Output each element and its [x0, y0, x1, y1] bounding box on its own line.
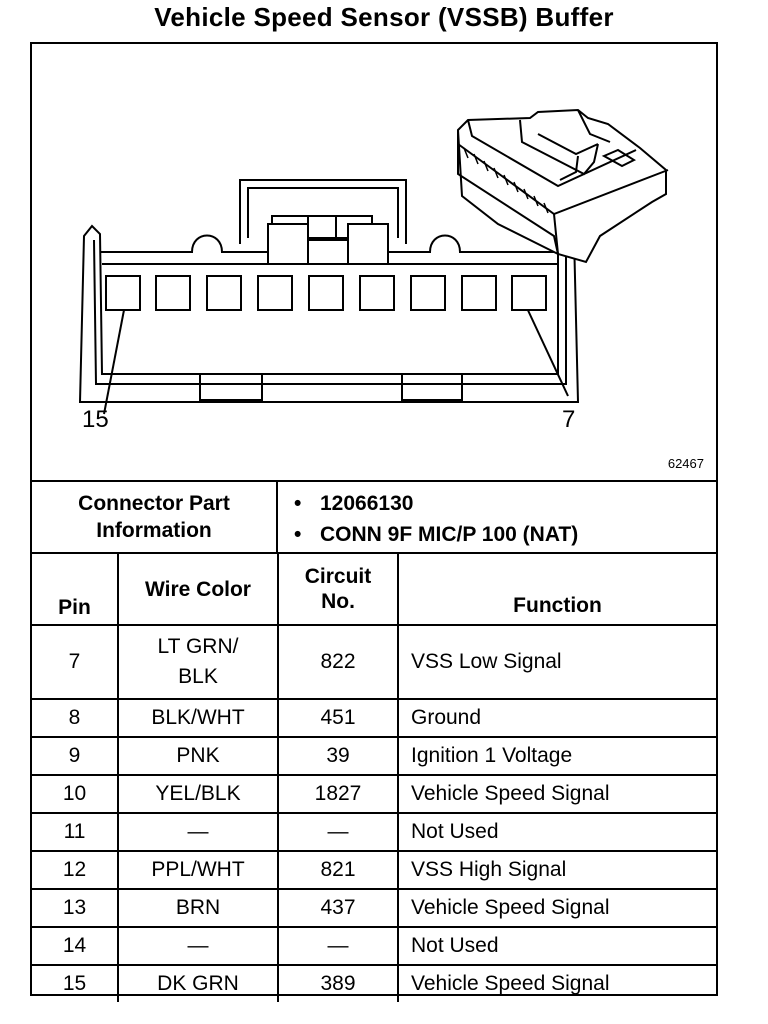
figure-number: 62467	[667, 456, 704, 471]
table-row: 7 LT GRN/ BLK 822 VSS Low Signal	[32, 624, 716, 700]
pin-cell: 10	[32, 774, 119, 814]
part-number-text: 12066130	[320, 492, 414, 515]
pin-cell: 8	[32, 698, 119, 738]
pin-cell: 12	[32, 850, 119, 890]
connector-info-label-text: Connector Part Information	[78, 492, 230, 542]
table-row: 10 YEL/BLK 1827 Vehicle Speed Signal	[32, 774, 716, 814]
connector-info-label: Connector Part Information	[32, 482, 278, 552]
wire-color-cell: PPL/WHT	[117, 850, 279, 890]
connector-frame: 15 7 62467 Connector Part Information • 1…	[30, 42, 718, 1002]
circuit-cell: 389	[277, 964, 399, 1002]
table-row: 12 PPL/WHT 821 VSS High Signal	[32, 850, 716, 890]
bullet-icon: •	[294, 492, 302, 515]
circuit-cell: 1827	[277, 774, 399, 814]
function-cell: Not Used	[397, 812, 716, 852]
table-row: 14 — — Not Used	[32, 926, 716, 966]
function-cell: Vehicle Speed Signal	[397, 964, 716, 1002]
header-pin: Pin	[32, 552, 119, 626]
connector-description-text: CONN 9F MIC/P 100 (NAT)	[320, 523, 579, 546]
function-cell: Vehicle Speed Signal	[397, 774, 716, 814]
header-function: Function	[397, 552, 716, 626]
function-cell: Not Used	[397, 926, 716, 966]
circuit-cell: 437	[277, 888, 399, 928]
bullet-icon: •	[294, 523, 302, 546]
pin-table: Pin Wire Color Circuit No. Function 7 LT…	[32, 552, 716, 1002]
header-circuit-no: Circuit No.	[277, 552, 399, 626]
table-row: 8 BLK/WHT 451 Ground	[32, 698, 716, 738]
page-title: Vehicle Speed Sensor (VSSB) Buffer	[154, 2, 614, 32]
pin-7-callout: 7	[562, 406, 576, 433]
connector-info-values: • 12066130 • CONN 9F MIC/P 100 (NAT)	[294, 488, 578, 550]
connector-part-info: Connector Part Information • 12066130 • CO…	[32, 480, 716, 552]
circuit-cell: 451	[277, 698, 399, 738]
circuit-cell: —	[277, 812, 399, 852]
function-cell: Ground	[397, 698, 716, 738]
pin-cell: 7	[32, 624, 119, 700]
pin-cell: 13	[32, 888, 119, 928]
wire-color-cell: YEL/BLK	[117, 774, 279, 814]
circuit-cell: 821	[277, 850, 399, 890]
wire-color-cell: —	[117, 812, 279, 852]
pin-cell: 15	[32, 964, 119, 1002]
function-cell: Ignition 1 Voltage	[397, 736, 716, 776]
table-row: 11 — — Not Used	[32, 812, 716, 852]
table-row: 9 PNK 39 Ignition 1 Voltage	[32, 736, 716, 776]
table-row: 13 BRN 437 Vehicle Speed Signal	[32, 888, 716, 928]
wire-color-cell: PNK	[117, 736, 279, 776]
table-header-row: Pin Wire Color Circuit No. Function	[32, 552, 716, 626]
table-row: 15 DK GRN 389 Vehicle Speed Signal	[32, 964, 716, 1002]
wire-color-cell: BRN	[117, 888, 279, 928]
wire-color-cell: DK GRN	[117, 964, 279, 1002]
circuit-cell: 39	[277, 736, 399, 776]
wire-color-cell: LT GRN/ BLK	[117, 624, 279, 700]
wire-color-cell: BLK/WHT	[117, 698, 279, 738]
wire-color-cell: —	[117, 926, 279, 966]
function-cell: Vehicle Speed Signal	[397, 888, 716, 928]
pin-cell: 11	[32, 812, 119, 852]
part-number: • 12066130	[294, 488, 578, 519]
pin-15-callout: 15	[82, 406, 109, 433]
connector-drawing	[78, 108, 669, 415]
function-cell: VSS Low Signal	[397, 624, 716, 700]
circuit-cell: —	[277, 926, 399, 966]
header-circuit-no-text: Circuit No.	[304, 565, 372, 613]
header-wire-color: Wire Color	[117, 552, 279, 626]
function-cell: VSS High Signal	[397, 850, 716, 890]
connector-diagram: 15 7 62467	[32, 44, 716, 480]
wire-color-text: LT GRN/ BLK	[157, 635, 239, 688]
circuit-cell: 822	[277, 624, 399, 700]
pin-cell: 9	[32, 736, 119, 776]
pin-cell: 14	[32, 926, 119, 966]
connector-description: • CONN 9F MIC/P 100 (NAT)	[294, 519, 578, 550]
